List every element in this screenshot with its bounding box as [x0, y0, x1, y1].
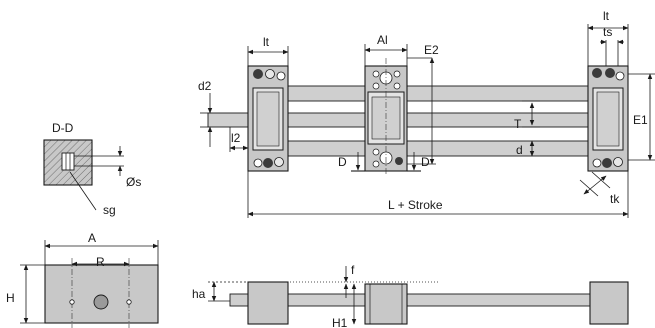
label-d-cut-left: D [338, 155, 347, 169]
carriage [364, 58, 408, 176]
port-icon [615, 71, 625, 81]
side-view: ha f H1 [192, 263, 629, 328]
label-al: Al [377, 33, 388, 47]
label-sg: sg [103, 203, 116, 217]
section-dd-view: D-D Øs sg [43, 121, 141, 217]
label-a: A [88, 231, 96, 245]
label-os: Øs [126, 175, 141, 189]
label-t: T [514, 117, 522, 131]
label-d-cut-right: D [421, 155, 430, 169]
front-view: A R H [6, 231, 159, 328]
label-l2: l2 [231, 131, 241, 145]
screw-icon [395, 157, 403, 165]
rod-end-icon [93, 294, 109, 310]
label-e2: E2 [424, 43, 439, 57]
screw-icon [263, 158, 273, 168]
label-d-small: d [516, 143, 523, 157]
screw-icon [265, 69, 275, 79]
left-end-block [247, 65, 289, 172]
screw-icon [602, 158, 612, 168]
label-h: H [6, 291, 15, 305]
label-f: f [351, 263, 355, 277]
right-end-block [587, 65, 629, 172]
label-h1: H1 [332, 316, 348, 328]
screw-icon [613, 157, 623, 167]
label-ts: ts [603, 25, 612, 39]
port-icon [592, 158, 602, 168]
label-dd: D-D [52, 121, 74, 135]
label-d2: d2 [198, 79, 212, 93]
port-icon [276, 71, 286, 81]
screw-icon [274, 157, 284, 167]
top-view: lt Al E2 lt ts E1 d2 l2 T d D D tk L + S… [198, 9, 655, 218]
side-left-block [247, 281, 289, 325]
front-body [44, 264, 159, 324]
label-tk: tk [610, 192, 620, 206]
screw-icon [253, 69, 263, 79]
side-carriage [364, 283, 408, 325]
screw-icon [592, 68, 602, 78]
port-icon [253, 158, 263, 168]
screw-icon [605, 68, 615, 78]
label-e1: E1 [633, 113, 648, 127]
label-lt-right: lt [603, 9, 610, 23]
label-r: R [96, 255, 105, 269]
label-lt-left: lt [263, 35, 270, 49]
lower-guide-rod [271, 140, 603, 157]
label-ha: ha [192, 287, 206, 301]
side-right-block [589, 281, 629, 325]
label-stroke: L + Stroke [388, 198, 443, 212]
upper-guide-rod [271, 85, 603, 102]
